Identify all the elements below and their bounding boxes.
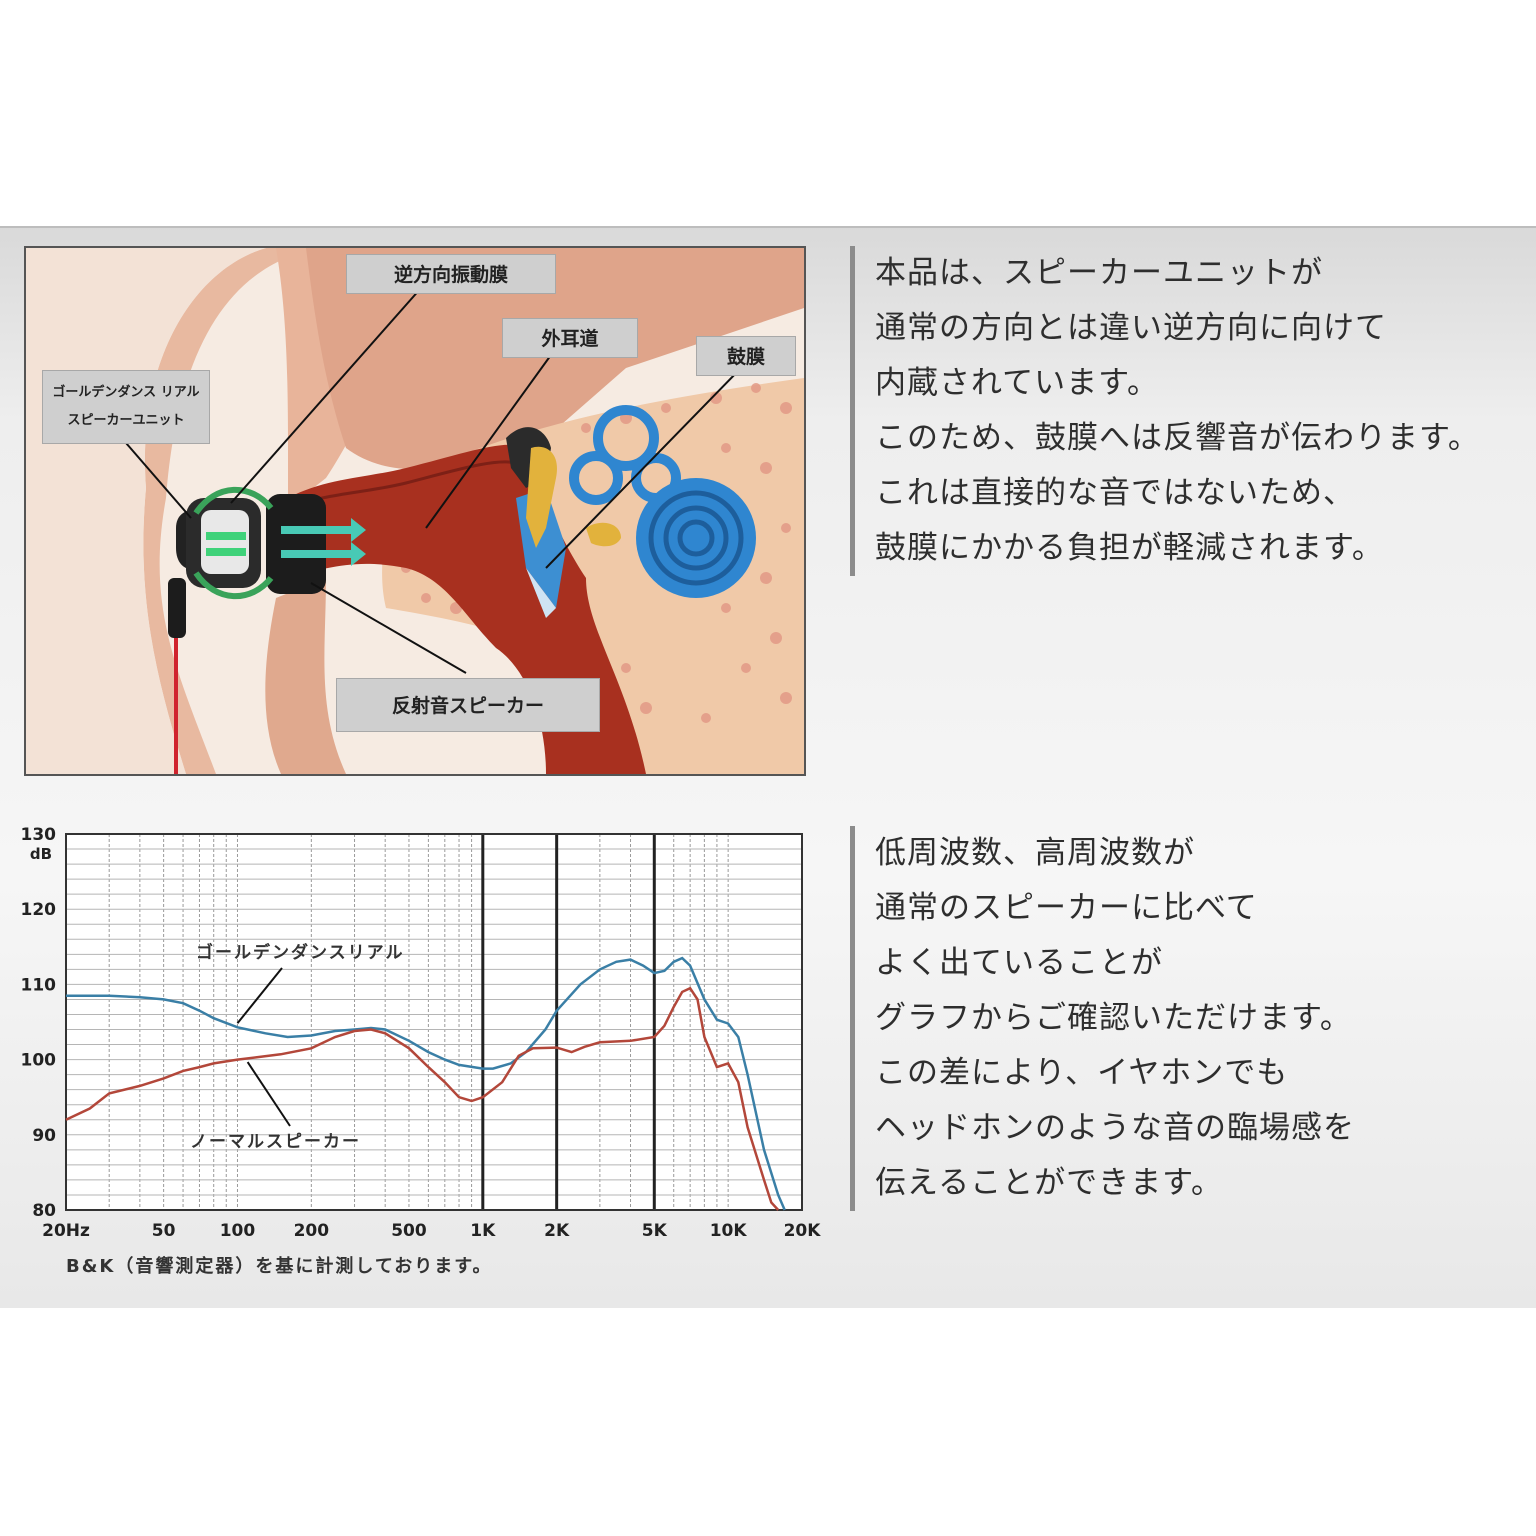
- text-line: 伝えることができます。: [875, 1165, 1223, 1201]
- text-line: 内蔵されています。: [875, 365, 1159, 401]
- label-reflect-speaker: 反射音スピーカー: [336, 678, 600, 732]
- x-tick-label: 2K: [544, 1221, 570, 1241]
- y-tick-label: 120: [21, 900, 57, 920]
- annotation-arrow-normal-speaker: [246, 1061, 291, 1127]
- label-eardrum: 鼓膜: [696, 336, 796, 376]
- text-line: 低周波数、高周波数が: [875, 835, 1195, 871]
- annotation-normal-speaker: ノーマルスピーカー: [190, 1132, 361, 1152]
- plot-border: [65, 833, 803, 1211]
- text-line: 通常のスピーカーに比べて: [875, 890, 1258, 926]
- x-tick-label: 5K: [642, 1221, 668, 1241]
- text-line: 鼓膜にかかる負担が軽減されます。: [875, 530, 1384, 566]
- text-line: ヘッドホンのような音の臨場感を: [875, 1110, 1355, 1146]
- series-line-golden-dance: [66, 956, 786, 1211]
- label-reverse-diaphragm: 逆方向振動膜: [346, 254, 556, 294]
- annotation-arrow-golden-dance: [236, 967, 283, 1024]
- label-speaker-unit: ゴールデンダンス リアル スピーカーユニット: [42, 370, 210, 444]
- x-tick-label: 20K: [784, 1221, 822, 1241]
- text-line: 通常の方向とは違い逆方向に向けて: [875, 310, 1387, 346]
- measurement-footnote: B&K（音響測定器）を基に計測しております。: [66, 1256, 493, 1277]
- y-tick-label: 80: [32, 1201, 56, 1221]
- x-tick-label: 200: [294, 1221, 330, 1241]
- label-speaker-unit-line1: ゴールデンダンス リアル: [52, 385, 200, 400]
- description-text-1: 本品は、スピーカーユニットが 通常の方向とは違い逆方向に向けて 内蔵されています…: [850, 246, 1480, 576]
- y-unit-label: dB: [30, 845, 52, 863]
- label-speaker-unit-line2: スピーカーユニット: [67, 413, 185, 428]
- y-tick-label: 100: [21, 1051, 57, 1071]
- y-tick-label: 110: [21, 975, 57, 995]
- text-line: この差により、イヤホンでも: [875, 1055, 1289, 1091]
- x-tick-label: 1K: [470, 1221, 496, 1241]
- earphone-unit-graphic: [168, 486, 366, 774]
- label-ear-canal: 外耳道: [502, 318, 638, 358]
- x-tick-label: 50: [152, 1221, 176, 1241]
- x-tick-label: 500: [391, 1221, 427, 1241]
- y-tick-label: 130: [21, 825, 57, 845]
- text-line: グラフからご確認いただけます。: [875, 1000, 1352, 1036]
- x-tick-label: 10K: [710, 1221, 748, 1241]
- text-line: これは直接的な音ではないため、: [875, 475, 1355, 511]
- x-tick-label: 100: [220, 1221, 256, 1241]
- description-text-2: 低周波数、高周波数が 通常のスピーカーに比べて よく出ていることが グラフからご…: [850, 826, 1355, 1211]
- x-tick-label: 20Hz: [42, 1221, 90, 1241]
- annotation-golden-dance: ゴールデンダンスリアル: [196, 942, 405, 963]
- series-line-normal-speaker: [65, 986, 780, 1211]
- text-line: このため、鼓膜へは反響音が伝わります。: [875, 420, 1480, 456]
- y-tick-label: 90: [32, 1126, 56, 1146]
- ear-diagram: 逆方向振動膜 外耳道 鼓膜 ゴールデンダンス リアル スピーカーユニット 反射音…: [24, 246, 806, 776]
- panel-divider: [0, 226, 1536, 228]
- plot-area: [66, 834, 802, 1210]
- text-line: 本品は、スピーカーユニットが: [875, 255, 1323, 291]
- text-line: よく出ていることが: [875, 945, 1163, 981]
- ear-illustration: [26, 248, 804, 774]
